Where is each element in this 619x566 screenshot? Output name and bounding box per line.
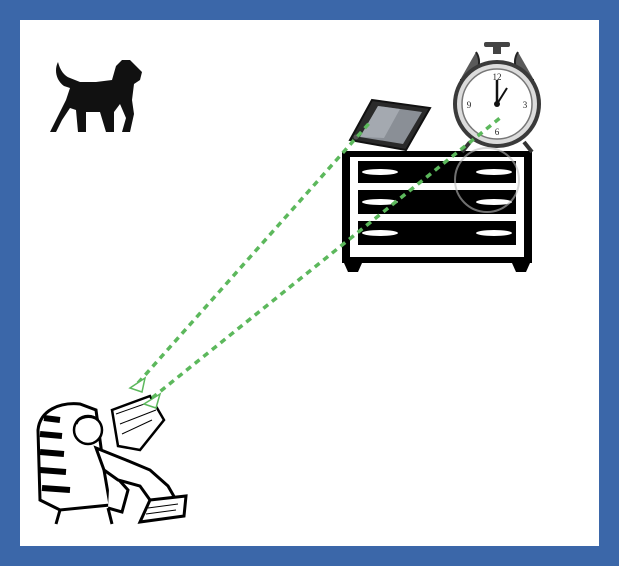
reading-man-icon [38,396,186,524]
sightline-to-phone [138,120,372,383]
smartphone-icon [350,100,430,150]
svg-text:3: 3 [523,100,528,110]
dog-silhouette-icon [44,55,144,149]
svg-text:6: 6 [495,127,500,137]
svg-text:9: 9 [467,100,472,110]
arrowhead-phone [130,378,145,392]
